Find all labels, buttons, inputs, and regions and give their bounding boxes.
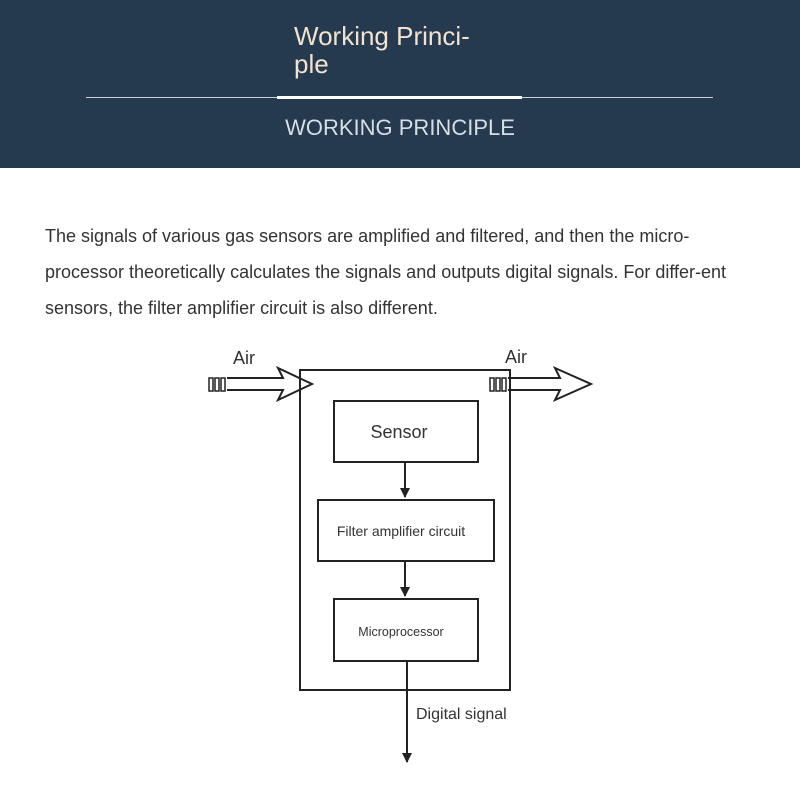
sensor-label: Sensor bbox=[370, 422, 427, 442]
filter-amplifier-label: Filter amplifier circuit bbox=[337, 523, 465, 539]
air-outlet-arrow-icon bbox=[489, 365, 594, 403]
page-title: Working Princi- ple bbox=[294, 21, 470, 79]
air-inlet-arrow-icon bbox=[208, 365, 315, 403]
header-banner: Working Princi- ple WORKING PRINCIPLE bbox=[0, 0, 800, 168]
device-housing bbox=[299, 369, 511, 691]
working-principle-diagram: Air Air Sensor Filter amplifier circuit … bbox=[208, 347, 594, 763]
sensor-box bbox=[333, 400, 479, 463]
page-subtitle: WORKING PRINCIPLE bbox=[285, 115, 515, 140]
description-text: The signals of various gas sensors are a… bbox=[45, 226, 727, 318]
header-divider-accent bbox=[277, 96, 522, 99]
digital-signal-label: Digital signal bbox=[416, 706, 507, 723]
air-in-label: Air bbox=[233, 348, 255, 368]
air-out-label: Air bbox=[505, 347, 527, 367]
microprocessor-label: Microprocessor bbox=[358, 625, 443, 639]
